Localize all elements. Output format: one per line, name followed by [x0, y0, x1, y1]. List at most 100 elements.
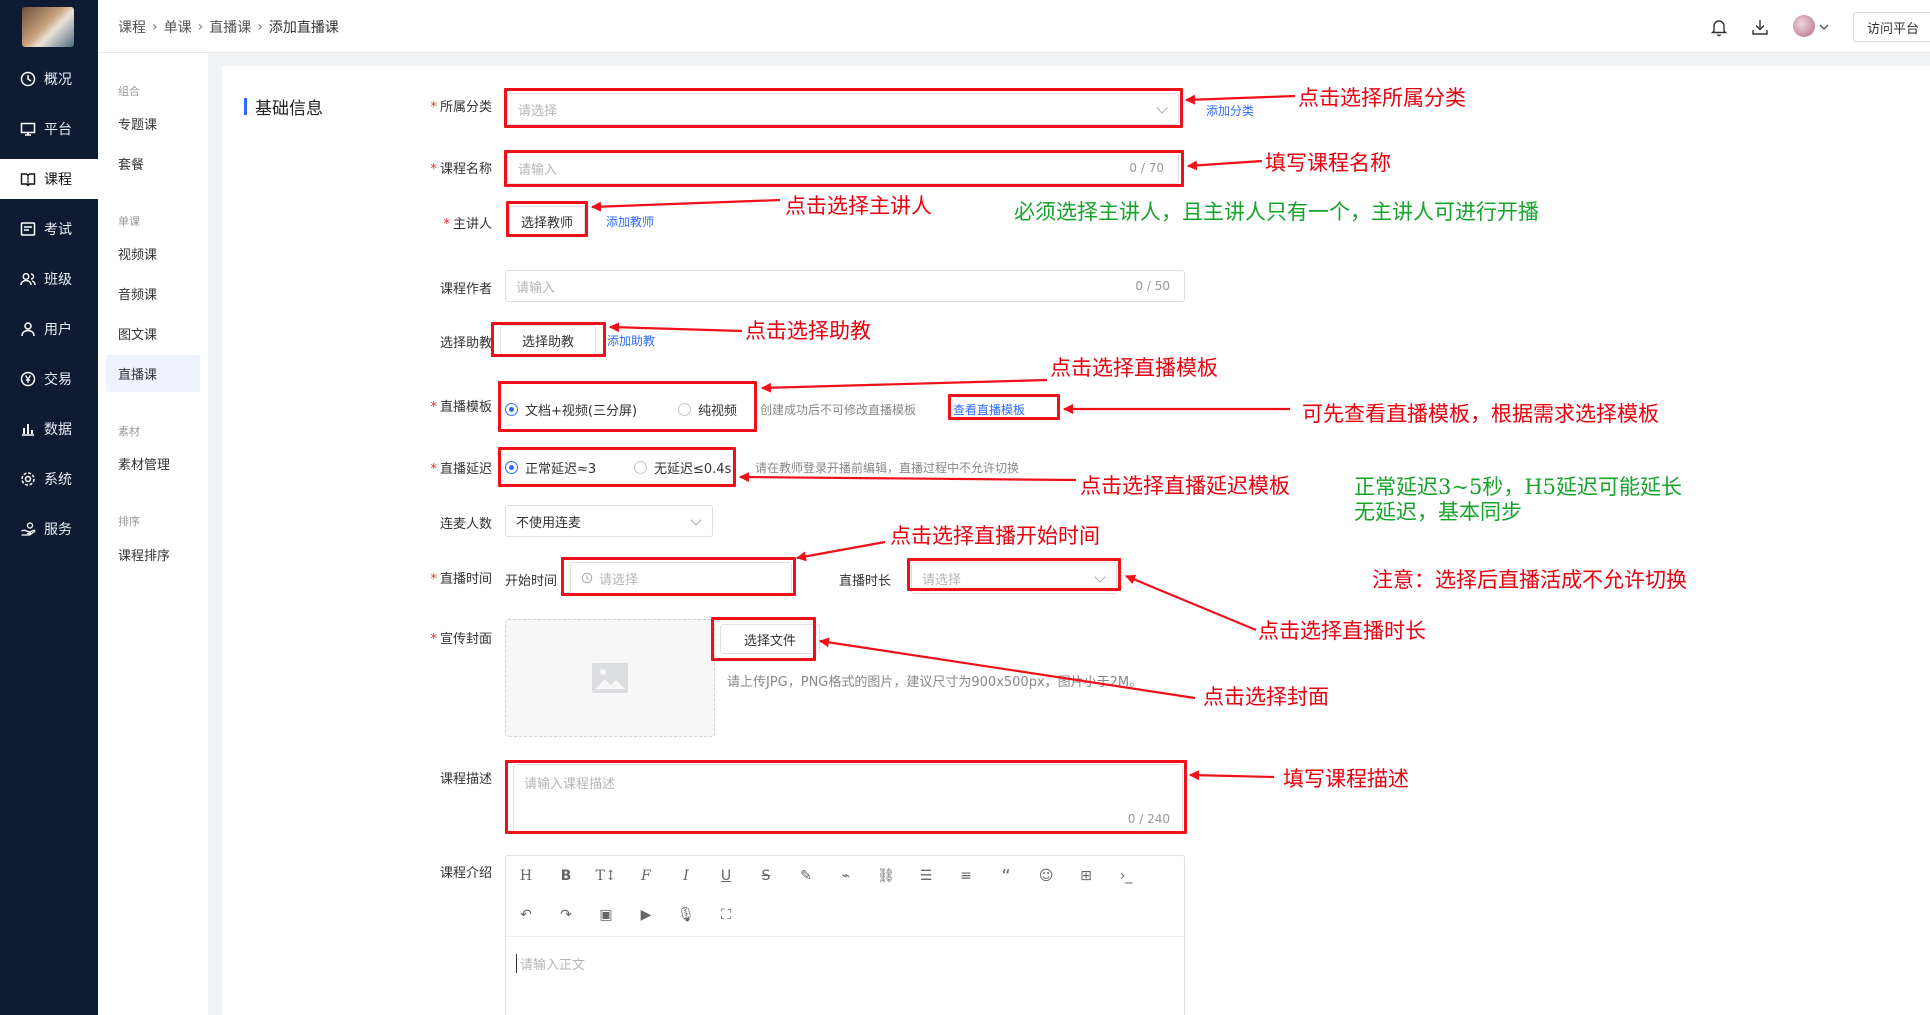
nav-item-trade[interactable]: 交易: [0, 359, 98, 399]
category-label: *所属分类: [382, 96, 492, 115]
exam-icon: [20, 222, 36, 236]
editor-toolbar-row-2: ↶ ↷ ▣ ▶ 🎙 ⛶: [506, 902, 746, 928]
required-mark: *: [443, 217, 450, 232]
section-title: 基础信息: [244, 94, 323, 119]
breadcrumb: 课程 › 单课 › 直播课 › 添加直播课: [118, 0, 339, 53]
annotation-template-view: 可先查看直播模板，根据需求选择模板: [1302, 402, 1659, 426]
nav-item-data[interactable]: 数据: [0, 409, 98, 449]
bold-icon[interactable]: B: [560, 868, 572, 884]
duration-placeholder: 请选择: [922, 572, 962, 588]
select-teacher-button[interactable]: 选择教师: [509, 206, 585, 236]
duration-label: 直播时长: [839, 574, 892, 589]
required-mark: *: [430, 572, 437, 587]
submenu-item-material[interactable]: 素材管理: [118, 458, 171, 473]
font-family-icon[interactable]: F: [641, 868, 651, 884]
category-label-text: 所属分类: [439, 100, 492, 115]
add-teacher-link[interactable]: 添加教师: [606, 215, 655, 229]
view-template-link[interactable]: 查看直播模板: [953, 403, 1026, 417]
annotation-delay-note: 正常延迟3~5秒，H5延迟可能延长 无延迟，基本同步: [1354, 475, 1682, 525]
template-hint: 创建成功后不可修改直播模板: [760, 403, 917, 417]
annotation-category: 点击选择所属分类: [1298, 86, 1466, 110]
strikethrough-icon[interactable]: S: [761, 868, 771, 884]
template-radio-three-split[interactable]: 文档+视频(三分屏): [505, 400, 637, 419]
user-icon: [21, 322, 35, 337]
cover-label: *宣传封面: [382, 628, 492, 647]
add-category-link[interactable]: 添加分类: [1206, 104, 1255, 118]
nav-item-exam[interactable]: 考试: [0, 209, 98, 249]
start-time-picker[interactable]: 请选择: [570, 562, 792, 594]
nav-item-class[interactable]: 班级: [0, 259, 98, 299]
nav-label: 数据: [44, 422, 72, 438]
delay-radio-normal[interactable]: 正常延迟≈3: [505, 458, 596, 477]
add-assistant-link[interactable]: 添加助教: [607, 334, 656, 348]
breadcrumb-item[interactable]: 单课: [163, 19, 192, 36]
download-icon[interactable]: [1750, 17, 1770, 37]
code-icon[interactable]: ›_: [1119, 868, 1133, 884]
author-input[interactable]: 请输入 0 / 50: [505, 270, 1185, 302]
microphone-icon[interactable]: 🎙: [677, 907, 695, 923]
submenu-item-audio[interactable]: 音频课: [118, 288, 158, 303]
submenu-item-article[interactable]: 图文课: [118, 328, 158, 343]
select-assistant-button[interactable]: 选择助教: [500, 325, 596, 355]
heading-icon[interactable]: H: [519, 868, 533, 884]
pen-icon[interactable]: ✎: [800, 868, 812, 884]
nav-item-platform[interactable]: 平台: [0, 109, 98, 149]
logo: [22, 7, 74, 47]
radio-dot: [505, 461, 518, 474]
course-name-input[interactable]: 请输入 0 / 70: [507, 152, 1179, 184]
submenu-item-topic[interactable]: 专题课: [118, 118, 158, 133]
quote-icon[interactable]: “: [1001, 865, 1011, 887]
avatar[interactable]: [1793, 15, 1815, 37]
delay-radio-none[interactable]: 无延迟≤0.4s: [634, 458, 731, 477]
bell-icon[interactable]: [1709, 17, 1729, 37]
visit-platform-button[interactable]: 访问平台: [1853, 12, 1930, 42]
redo-icon[interactable]: ↷: [560, 907, 572, 923]
intro-label-text: 课程介绍: [439, 866, 492, 881]
select-file-button[interactable]: 选择文件: [720, 624, 820, 654]
nav-item-user[interactable]: 用户: [0, 309, 98, 349]
annotation-description: 填写课程描述: [1283, 767, 1409, 791]
annotation-lecturer-note: 必须选择主讲人，且主讲人只有一个，主讲人可进行开播: [1014, 200, 1539, 224]
nav-item-system[interactable]: 系统: [0, 459, 98, 499]
nav-label: 考试: [44, 222, 72, 238]
delay-label-text: 直播延迟: [439, 462, 492, 477]
video-icon[interactable]: ▶: [640, 907, 652, 923]
nav-item-course[interactable]: 课程: [0, 159, 98, 199]
annotation-switch-note: 注意：选择后直播活成不允许切换: [1372, 568, 1687, 592]
breadcrumb-item[interactable]: 直播课: [209, 19, 252, 36]
chevron-down-icon: [690, 514, 702, 526]
brush-icon[interactable]: ⌁: [841, 868, 851, 884]
submenu-item-sort[interactable]: 课程排序: [118, 549, 171, 564]
annotation-cover: 点击选择封面: [1203, 685, 1329, 709]
fullscreen-icon[interactable]: ⛶: [721, 907, 731, 923]
lecturer-label-text: 主讲人: [452, 217, 492, 232]
nav-item-service[interactable]: 服务: [0, 509, 98, 549]
editor-divider: [506, 936, 1184, 937]
emoji-icon[interactable]: ☺: [1038, 868, 1054, 884]
font-size-icon[interactable]: T↕: [595, 868, 617, 884]
category-select[interactable]: 请选择: [507, 93, 1179, 125]
description-textarea[interactable]: 请输入课程描述 0 / 240: [513, 764, 1183, 832]
mic-select[interactable]: 不使用连麦: [505, 505, 713, 537]
submenu-item-live[interactable]: 直播课: [106, 355, 200, 392]
chevron-down-icon[interactable]: [1818, 17, 1830, 37]
undo-icon[interactable]: ↶: [520, 907, 532, 923]
submenu-item-package[interactable]: 套餐: [118, 158, 145, 173]
image-icon[interactable]: ▣: [599, 907, 613, 923]
italic-icon[interactable]: I: [683, 868, 689, 884]
annotation-delay-note-line: 正常延迟3~5秒，H5延迟可能延长: [1354, 475, 1682, 499]
duration-select[interactable]: 请选择: [911, 562, 1117, 594]
align-icon[interactable]: ≡: [960, 868, 972, 884]
submenu-item-video[interactable]: 视频课: [118, 248, 158, 263]
rich-text-editor[interactable]: H B T↕ F I U S ✎ ⌁ ⛓ ☰ ≡ “ ☺ ⊞ ›_ ↶ ↷ ▣ …: [505, 855, 1185, 1015]
cover-upload[interactable]: [505, 619, 715, 737]
breadcrumb-item[interactable]: 课程: [118, 19, 146, 36]
link-icon[interactable]: ⛓: [877, 868, 895, 884]
list-icon[interactable]: ☰: [919, 868, 933, 884]
nav-item-overview[interactable]: 概况: [0, 59, 98, 99]
underline-icon[interactable]: U: [720, 868, 732, 884]
template-radio-video[interactable]: 纯视频: [678, 400, 737, 419]
chevron-right-icon: ›: [152, 18, 158, 35]
table-icon[interactable]: ⊞: [1080, 868, 1092, 884]
time-label-text: 直播时间: [439, 572, 492, 587]
